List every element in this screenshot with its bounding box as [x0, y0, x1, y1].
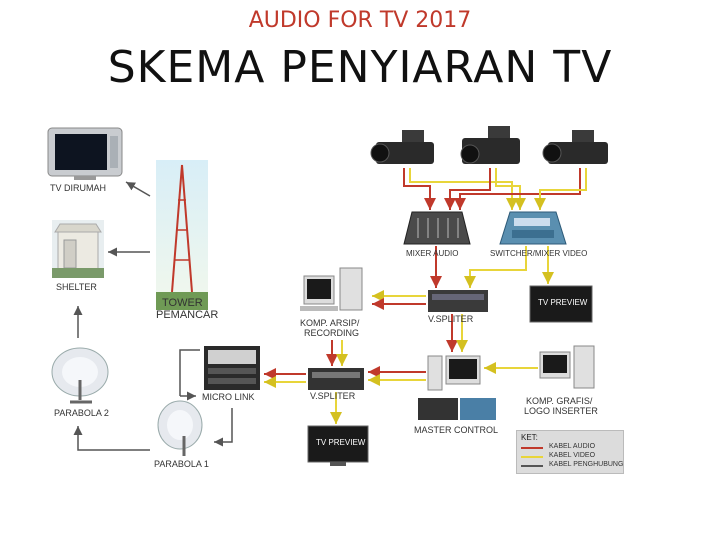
graphics-computer-label-2: LOGO INSERTER: [524, 406, 598, 416]
legend: KET: KABEL AUDIO KABEL VIDEO KABEL PENGH…: [516, 430, 624, 474]
tv-preview-bottom-label: TV PREVIEW: [316, 438, 366, 447]
master-control-icon: [418, 355, 496, 420]
cables-link: [73, 181, 233, 451]
archive-computer-label-2: RECORDING: [304, 328, 360, 338]
tower-label-1: TOWER: [162, 297, 203, 309]
micro-link-icon: [204, 346, 260, 390]
tv-home-label: TV DIRUMAH: [50, 183, 106, 193]
graphics-computer-label-1: KOMP. GRAFIS/: [526, 396, 593, 406]
camera-3-icon: [542, 130, 608, 164]
mixer-audio-icon: [403, 211, 471, 245]
v-splitter-top-icon: [428, 290, 488, 312]
tower-label-2: PEMANCAR: [156, 309, 219, 321]
v-splitter-left-label: V.SPLITER: [310, 391, 356, 401]
parabola-2-label: PARABOLA 2: [54, 408, 109, 418]
v-splitter-top-label: V.SPLITER: [428, 314, 474, 324]
camera-2-icon: [460, 126, 520, 164]
legend-label: KABEL AUDIO: [549, 443, 596, 450]
shelter-label: SHELTER: [56, 282, 97, 292]
parabola-1-label: PARABOLA 1: [154, 459, 209, 469]
legend-label: KABEL VIDEO: [549, 452, 596, 459]
mixer-audio-label: MIXER AUDIO: [406, 249, 459, 258]
tv-home-icon: [47, 127, 123, 180]
cables-cameras: [403, 168, 587, 210]
parabola-2-icon: [51, 347, 109, 404]
legend-swatch: [521, 465, 543, 467]
graphics-computer-icon: [539, 345, 595, 389]
cables-middle: [326, 340, 538, 424]
switcher-label: SWITCHER/MIXER VIDEO: [490, 249, 588, 258]
archive-computer-label-1: KOMP. ARSIP/: [300, 318, 360, 328]
legend-title: KET:: [521, 433, 538, 442]
tv-preview-top-label: TV PREVIEW: [538, 298, 588, 307]
archive-computer-icon: [300, 267, 363, 311]
tower-icon: [156, 160, 208, 310]
switcher-icon: [499, 211, 567, 245]
shelter-icon: [52, 220, 104, 278]
cables-splitter-top: [372, 290, 468, 352]
master-control-label: MASTER CONTROL: [414, 425, 499, 435]
cables-splitter-left: [264, 368, 306, 388]
legend-swatch: [521, 456, 543, 458]
v-splitter-left-icon: [308, 368, 364, 390]
legend-label: KABEL PENGHUBUNG: [549, 461, 624, 468]
camera-1-icon: [370, 130, 434, 164]
micro-link-label: MICRO LINK: [202, 392, 255, 402]
legend-swatch: [521, 447, 543, 449]
tv-preview-bottom-icon: [307, 425, 369, 466]
cables-mixers: [430, 246, 554, 288]
parabola-1-icon: [157, 400, 203, 456]
tv-preview-top-icon: [529, 285, 593, 323]
subtitle: AUDIO FOR TV 2017: [248, 8, 472, 33]
page-title: SKEMA PENYIARAN TV: [107, 42, 613, 93]
